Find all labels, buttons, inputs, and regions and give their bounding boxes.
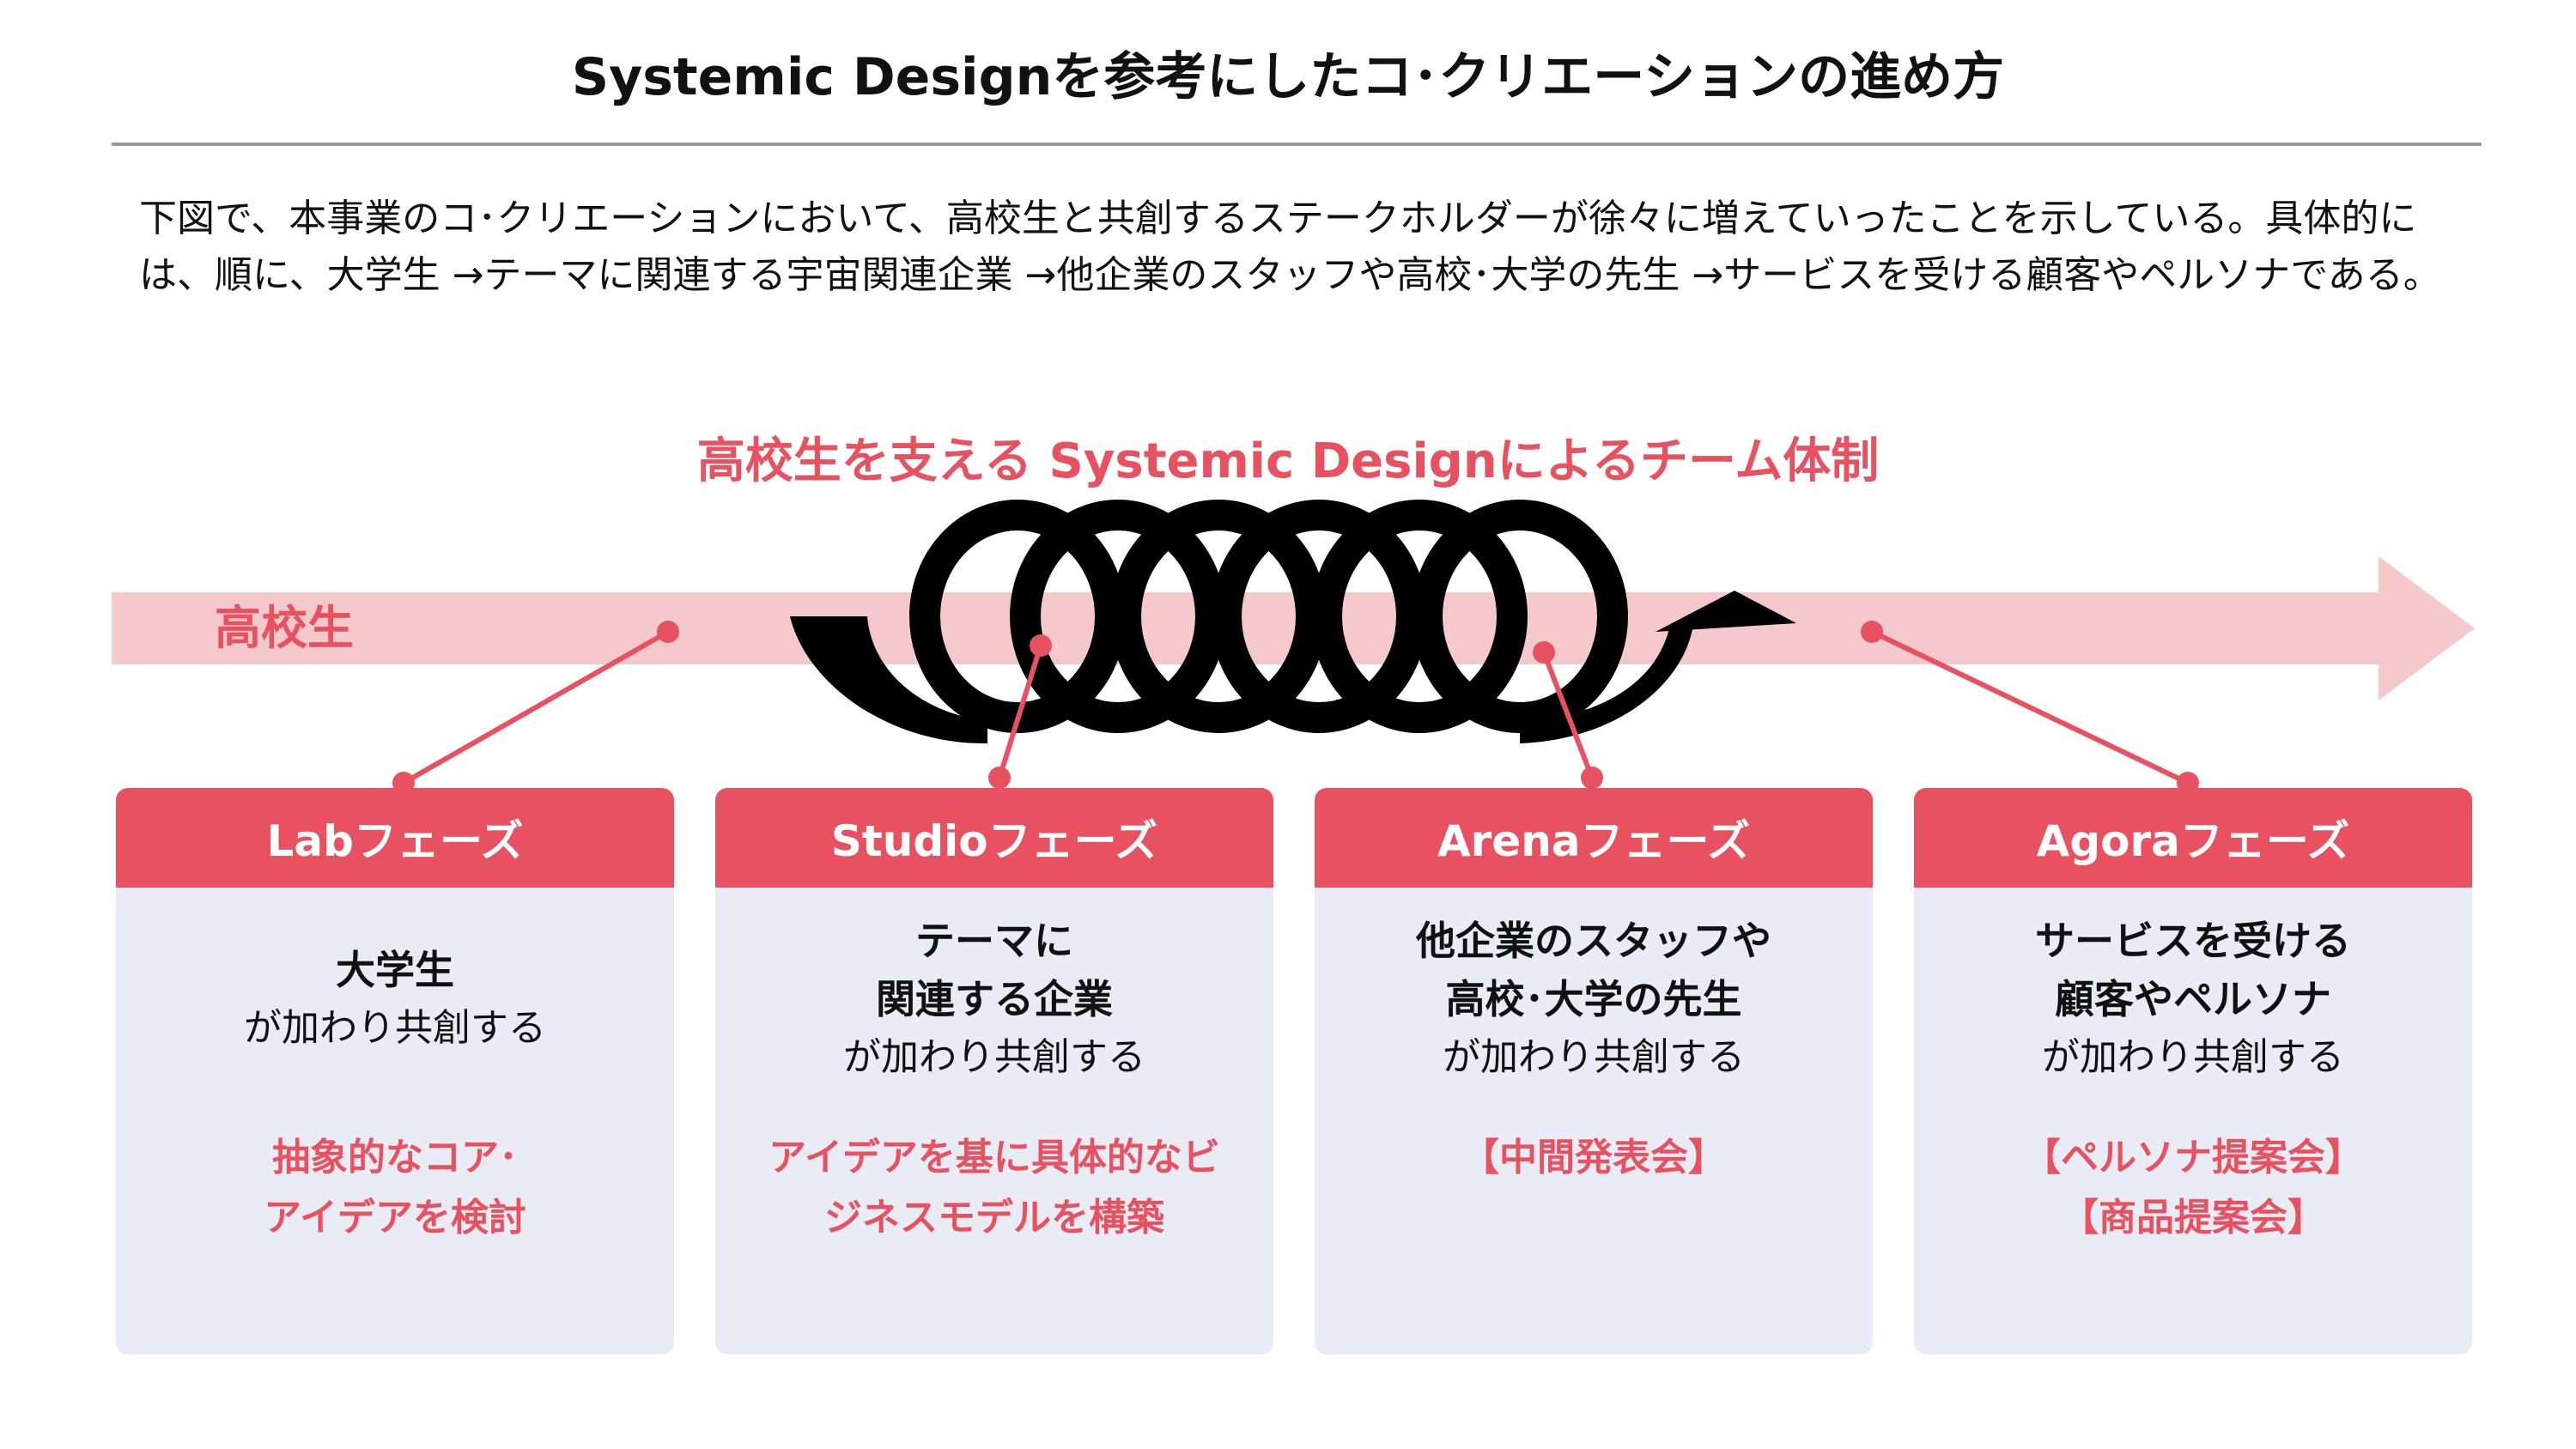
phase-connectors [392, 621, 2199, 794]
team-structure-title: 高校生を支える Systemic Designによるチーム体制 [696, 433, 1880, 489]
lab-phase-stakeholder: 大学生 [336, 947, 454, 993]
arena-phase-header: Arenaフェーズ [1315, 788, 1873, 888]
arena-phase-stakeholder: 他企業のスタッフや 高校･大学の先生 [1416, 918, 1771, 1022]
agora-phase-activity: 【ペルソナ提案会】 【商品提案会】 [2023, 1136, 2363, 1240]
lab-phase-activity: 抽象的なコア･ アイデアを検討 [264, 1136, 526, 1240]
page-title: Systemic Designを参考にしたコ･クリエーションの進め方 [571, 47, 2005, 107]
agora-phase-joins-text: が加わり共創する [2042, 1035, 2344, 1079]
title-divider [112, 142, 2482, 146]
studio-phase-header: Studioフェーズ [715, 788, 1273, 888]
lab-phase-card: Labフェーズ 大学生 が加わり共創する 抽象的なコア･ アイデアを検討 [116, 788, 674, 1355]
studio-phase-stakeholder: テーマに 関連する企業 [876, 918, 1113, 1022]
description-text: 下図で、本事業のコ･クリエーションにおいて、高校生と共創するステークホルダーが徐… [139, 197, 2441, 297]
spiral-icon [790, 500, 1796, 744]
agora-phase-card: Agoraフェーズ サービスを受ける 顧客やペルソナ が加わり共創する 【ペルソ… [1914, 788, 2472, 1355]
agora-phase-stakeholder: サービスを受ける 顧客やペルソナ [2035, 918, 2351, 1022]
agora-phase-header: Agoraフェーズ [1914, 788, 2472, 888]
arena-phase-activity: 【中間発表会】 [1461, 1136, 1726, 1179]
studio-phase-activity: アイデアを基に具体的なビ ジネスモデルを構築 [769, 1136, 1220, 1240]
studio-phase-card: Studioフェーズ テーマに 関連する企業 が加わり共創する アイデアを基に具… [715, 788, 1273, 1355]
studio-phase-joins-text: が加わり共創する [843, 1035, 1145, 1079]
arena-phase-card: Arenaフェーズ 他企業のスタッフや 高校･大学の先生 が加わり共創する 【中… [1315, 788, 1873, 1355]
arena-phase-joins-text: が加わり共創する [1443, 1035, 1745, 1079]
lab-phase-joins-text: が加わり共創する [244, 1006, 546, 1050]
lab-phase-header: Labフェーズ [116, 788, 674, 888]
timeline-arrow-head [2379, 556, 2475, 700]
high-school-label: 高校生 [215, 601, 354, 655]
